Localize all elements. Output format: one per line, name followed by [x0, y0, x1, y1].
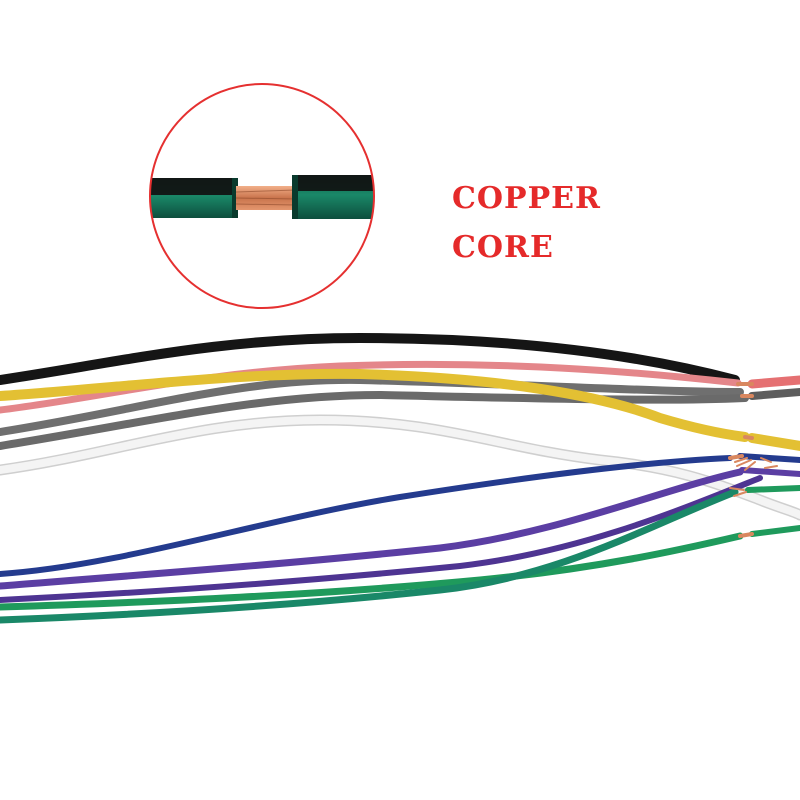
- inset-circle-border: [149, 83, 375, 309]
- yellow-wire: [0, 368, 800, 451]
- magnified-inset: [149, 83, 375, 309]
- exposed-copper-ends: [729, 457, 778, 497]
- black-wire: [0, 332, 740, 385]
- green-wire: [0, 485, 800, 624]
- wire-bundle: [0, 332, 800, 624]
- blue-wire: [0, 453, 800, 577]
- cut-wire-closeup: [150, 175, 374, 219]
- caption-line-1: COPPER: [452, 181, 601, 216]
- gray-wire: [0, 375, 800, 450]
- caption-line-2: CORE: [452, 230, 554, 265]
- red-wire: [0, 360, 800, 414]
- white-wire: [0, 414, 800, 521]
- purple-wire: [0, 467, 800, 603]
